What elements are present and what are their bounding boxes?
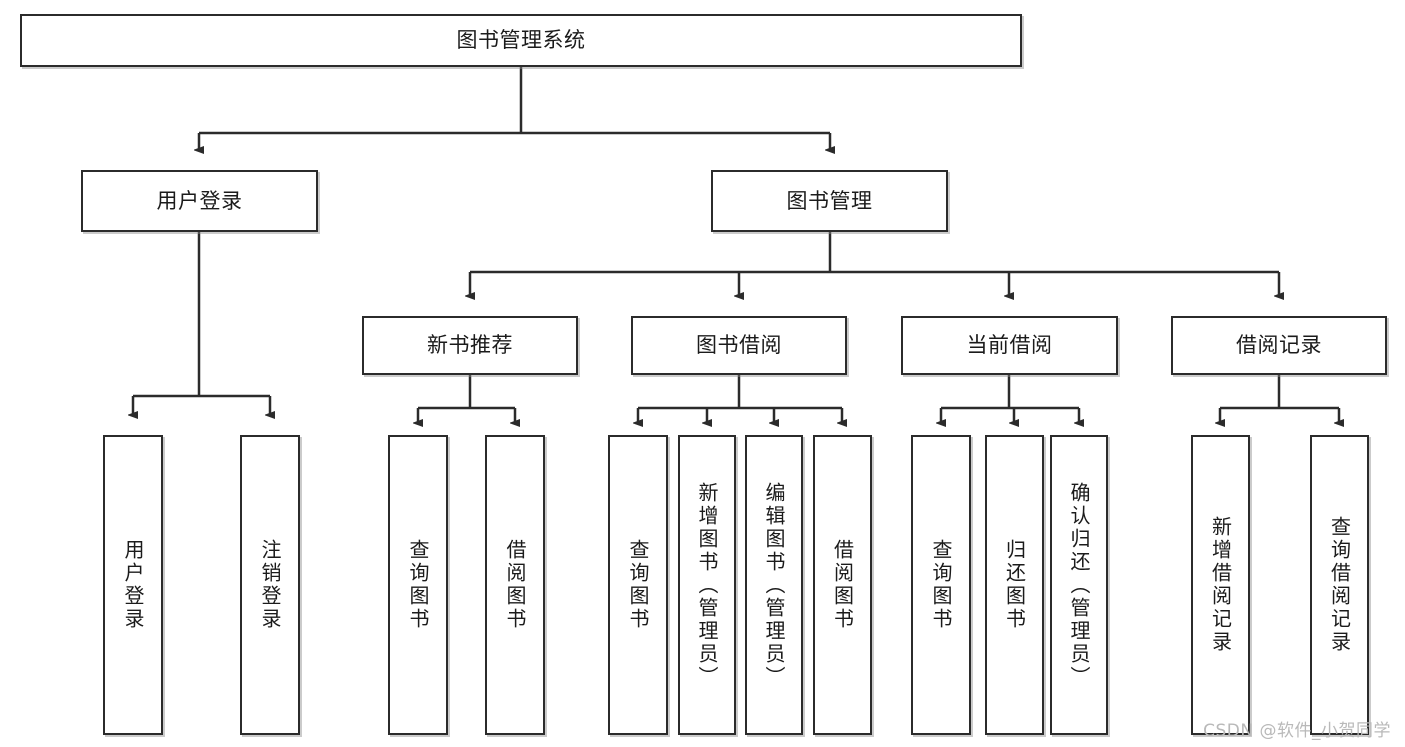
node-leaf-confirm-return[interactable]: 确认归还（管理员）	[1050, 435, 1108, 735]
node-leaf-query-record-label: 查询借阅记录	[1327, 516, 1352, 654]
node-leaf-add-record[interactable]: 新增借阅记录	[1191, 435, 1250, 735]
node-book-borrow-label: 图书借阅	[696, 333, 782, 358]
node-user-login[interactable]: 用户登录	[81, 170, 318, 232]
node-root[interactable]: 图书管理系统	[20, 14, 1022, 67]
node-leaf-user-logout[interactable]: 注销登录	[240, 435, 300, 735]
node-leaf-add-book-label: 新增图书（管理员）	[695, 481, 719, 689]
node-user-login-label: 用户登录	[156, 188, 243, 213]
node-leaf-query-book-2[interactable]: 查询图书	[608, 435, 668, 735]
node-leaf-edit-book[interactable]: 编辑图书（管理员）	[745, 435, 803, 735]
node-current-borrow[interactable]: 当前借阅	[901, 316, 1118, 375]
node-new-book-recommend-label: 新书推荐	[427, 333, 513, 358]
node-leaf-user-logout-label: 注销登录	[258, 539, 282, 631]
node-leaf-add-record-label: 新增借阅记录	[1208, 516, 1233, 654]
node-borrow-records-label: 借阅记录	[1236, 333, 1322, 358]
watermark-text: CSDN @软件_小贺同学	[1203, 721, 1391, 741]
node-leaf-edit-book-label: 编辑图书（管理员）	[762, 481, 786, 689]
node-root-label: 图书管理系统	[456, 28, 586, 53]
node-borrow-records[interactable]: 借阅记录	[1171, 316, 1387, 375]
node-leaf-confirm-return-label: 确认归还（管理员）	[1067, 481, 1091, 689]
node-book-manage[interactable]: 图书管理	[711, 170, 948, 232]
node-book-manage-label: 图书管理	[786, 188, 873, 213]
node-leaf-return-book-label: 归还图书	[1002, 539, 1027, 631]
node-leaf-borrow-book-2[interactable]: 借阅图书	[813, 435, 872, 735]
node-leaf-query-book-1[interactable]: 查询图书	[388, 435, 448, 735]
node-new-book-recommend[interactable]: 新书推荐	[362, 316, 578, 375]
node-leaf-query-book-3[interactable]: 查询图书	[911, 435, 971, 735]
node-leaf-add-book[interactable]: 新增图书（管理员）	[678, 435, 736, 735]
node-leaf-user-login[interactable]: 用户登录	[103, 435, 163, 735]
node-book-borrow[interactable]: 图书借阅	[631, 316, 847, 375]
node-leaf-query-book-1-label: 查询图书	[406, 539, 430, 631]
node-leaf-user-login-label: 用户登录	[121, 539, 145, 631]
node-leaf-borrow-book-1[interactable]: 借阅图书	[485, 435, 545, 735]
node-current-borrow-label: 当前借阅	[966, 333, 1053, 358]
node-leaf-return-book[interactable]: 归还图书	[985, 435, 1044, 735]
node-leaf-query-book-3-label: 查询图书	[929, 539, 953, 631]
node-leaf-query-record[interactable]: 查询借阅记录	[1310, 435, 1369, 735]
node-leaf-borrow-book-2-label: 借阅图书	[830, 539, 855, 631]
node-leaf-query-book-2-label: 查询图书	[626, 539, 650, 631]
node-leaf-borrow-book-1-label: 借阅图书	[503, 539, 527, 631]
